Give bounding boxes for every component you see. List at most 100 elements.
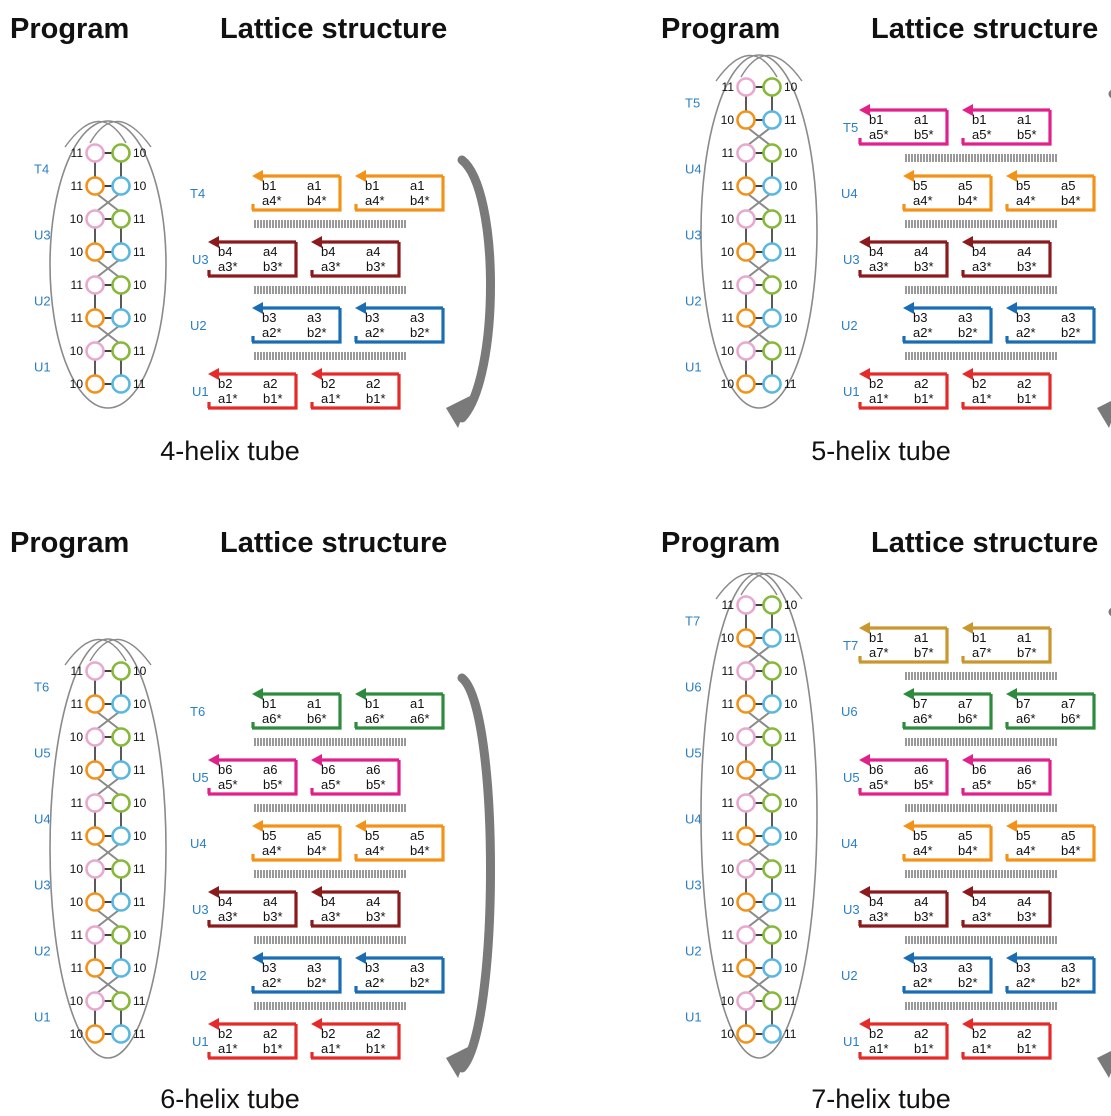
- crossover-line: [747, 909, 771, 928]
- tile-row-label: U3: [843, 902, 860, 917]
- helix-circle-right: [762, 859, 782, 879]
- helix-circle-right: [762, 991, 782, 1011]
- helix-circle-left: [736, 958, 756, 978]
- domain-label: a4*: [913, 193, 933, 208]
- helix-circle-left: [85, 958, 105, 978]
- crossover-line: [96, 711, 120, 730]
- domain-label: a2: [366, 1026, 380, 1041]
- helix-number-left: 11: [722, 796, 735, 810]
- domain-label: b1: [262, 178, 276, 193]
- panel-caption: 5-helix tube: [811, 436, 951, 466]
- loop-arc-right: [89, 638, 152, 666]
- tile-strand-left: [903, 824, 993, 862]
- helix-loop-outline: [700, 54, 818, 409]
- helix-label: U4: [685, 812, 702, 827]
- tile-arrowhead: [252, 302, 263, 314]
- domain-label: b4*: [307, 193, 327, 208]
- tile-row-label: T7: [843, 638, 858, 653]
- domain-label: a4*: [913, 843, 933, 858]
- helix-label: U5: [685, 746, 702, 761]
- helix-circle-right: [111, 341, 131, 361]
- tile-strand-right: [355, 306, 445, 344]
- domain-label: a1*: [972, 391, 992, 406]
- helix-label: U6: [685, 680, 702, 695]
- helix-label: T5: [685, 96, 700, 111]
- crossover-line: [96, 909, 120, 928]
- domain-label: a3*: [321, 909, 341, 924]
- domain-label: b1: [365, 178, 379, 193]
- domain-label: a1*: [218, 1041, 238, 1056]
- tile-strand-left: [903, 956, 993, 994]
- helix-circle-left: [736, 1024, 756, 1044]
- helix-number-right: 10: [133, 664, 147, 678]
- helix-number-right: 10: [784, 664, 798, 678]
- helix-label: U3: [34, 878, 51, 893]
- domain-label: b6*: [1061, 711, 1081, 726]
- domain-label: a6: [914, 762, 928, 777]
- domain-label: b5: [913, 828, 927, 843]
- domain-label: a5*: [972, 127, 992, 142]
- helix-circle-right: [111, 1024, 131, 1044]
- helix-circle-left: [85, 176, 105, 196]
- helix-number-left: 10: [721, 245, 735, 259]
- circular-arrow-head: [1097, 1051, 1111, 1078]
- tile-row-label: U3: [192, 902, 209, 917]
- helix-number-right: 11: [784, 895, 797, 909]
- tile-arrowhead: [1006, 688, 1017, 700]
- domain-label: a1: [410, 178, 424, 193]
- domain-label: a3: [958, 310, 972, 325]
- domain-label: a2: [263, 1026, 277, 1041]
- helix-number-left: 11: [71, 664, 84, 678]
- domain-label: a3*: [218, 259, 238, 274]
- domain-label: b1*: [366, 391, 386, 406]
- domain-label: b4*: [410, 193, 430, 208]
- domain-label: b6: [218, 762, 232, 777]
- crossover-line: [747, 975, 771, 994]
- helix-number-right: 11: [133, 862, 146, 876]
- hybridization-hatch: [254, 738, 406, 746]
- domain-label: a1*: [972, 1041, 992, 1056]
- tile-strand-right: [962, 626, 1052, 664]
- domain-label: a3: [1061, 960, 1075, 975]
- loop-arc-right: [89, 120, 152, 148]
- tile-arrowhead: [355, 302, 366, 314]
- domain-label: a3: [307, 310, 321, 325]
- helix-number-right: 11: [133, 1027, 146, 1041]
- domain-label: b4: [869, 244, 883, 259]
- hybridization-hatch: [905, 1002, 1057, 1010]
- helix-circle-right: [762, 110, 782, 130]
- hybridization-hatch: [254, 870, 406, 878]
- tile-row-label: U4: [841, 186, 858, 201]
- domain-label: b5*: [1017, 777, 1037, 792]
- helix-number-left: 11: [71, 278, 84, 292]
- helix-number-right: 11: [784, 212, 797, 226]
- domain-label: a2*: [913, 325, 933, 340]
- tile-strand-left: [252, 824, 342, 862]
- domain-label: a5: [410, 828, 424, 843]
- domain-label: a2: [366, 376, 380, 391]
- domain-label: a2: [1017, 376, 1031, 391]
- tile-arrowhead: [208, 1018, 219, 1030]
- hybridization-hatch: [254, 352, 406, 360]
- domain-label: a5*: [869, 127, 889, 142]
- domain-label: b2*: [410, 325, 430, 340]
- domain-label: b1*: [1017, 1041, 1037, 1056]
- tile-row-label: U2: [190, 318, 207, 333]
- domain-label: b2*: [410, 975, 430, 990]
- tile-strand-right: [962, 108, 1052, 146]
- helix-circle-left: [85, 308, 105, 328]
- domain-label: a1*: [321, 1041, 341, 1056]
- crossover-line: [747, 325, 771, 344]
- helix-number-right: 10: [133, 179, 147, 193]
- helix-circle-right: [111, 374, 131, 394]
- tile-arrowhead: [208, 754, 219, 766]
- helix-circle-left: [85, 892, 105, 912]
- helix-circle-right: [762, 892, 782, 912]
- tile-arrowhead: [311, 368, 322, 380]
- domain-label: a2*: [365, 325, 385, 340]
- domain-label: a5: [1061, 828, 1075, 843]
